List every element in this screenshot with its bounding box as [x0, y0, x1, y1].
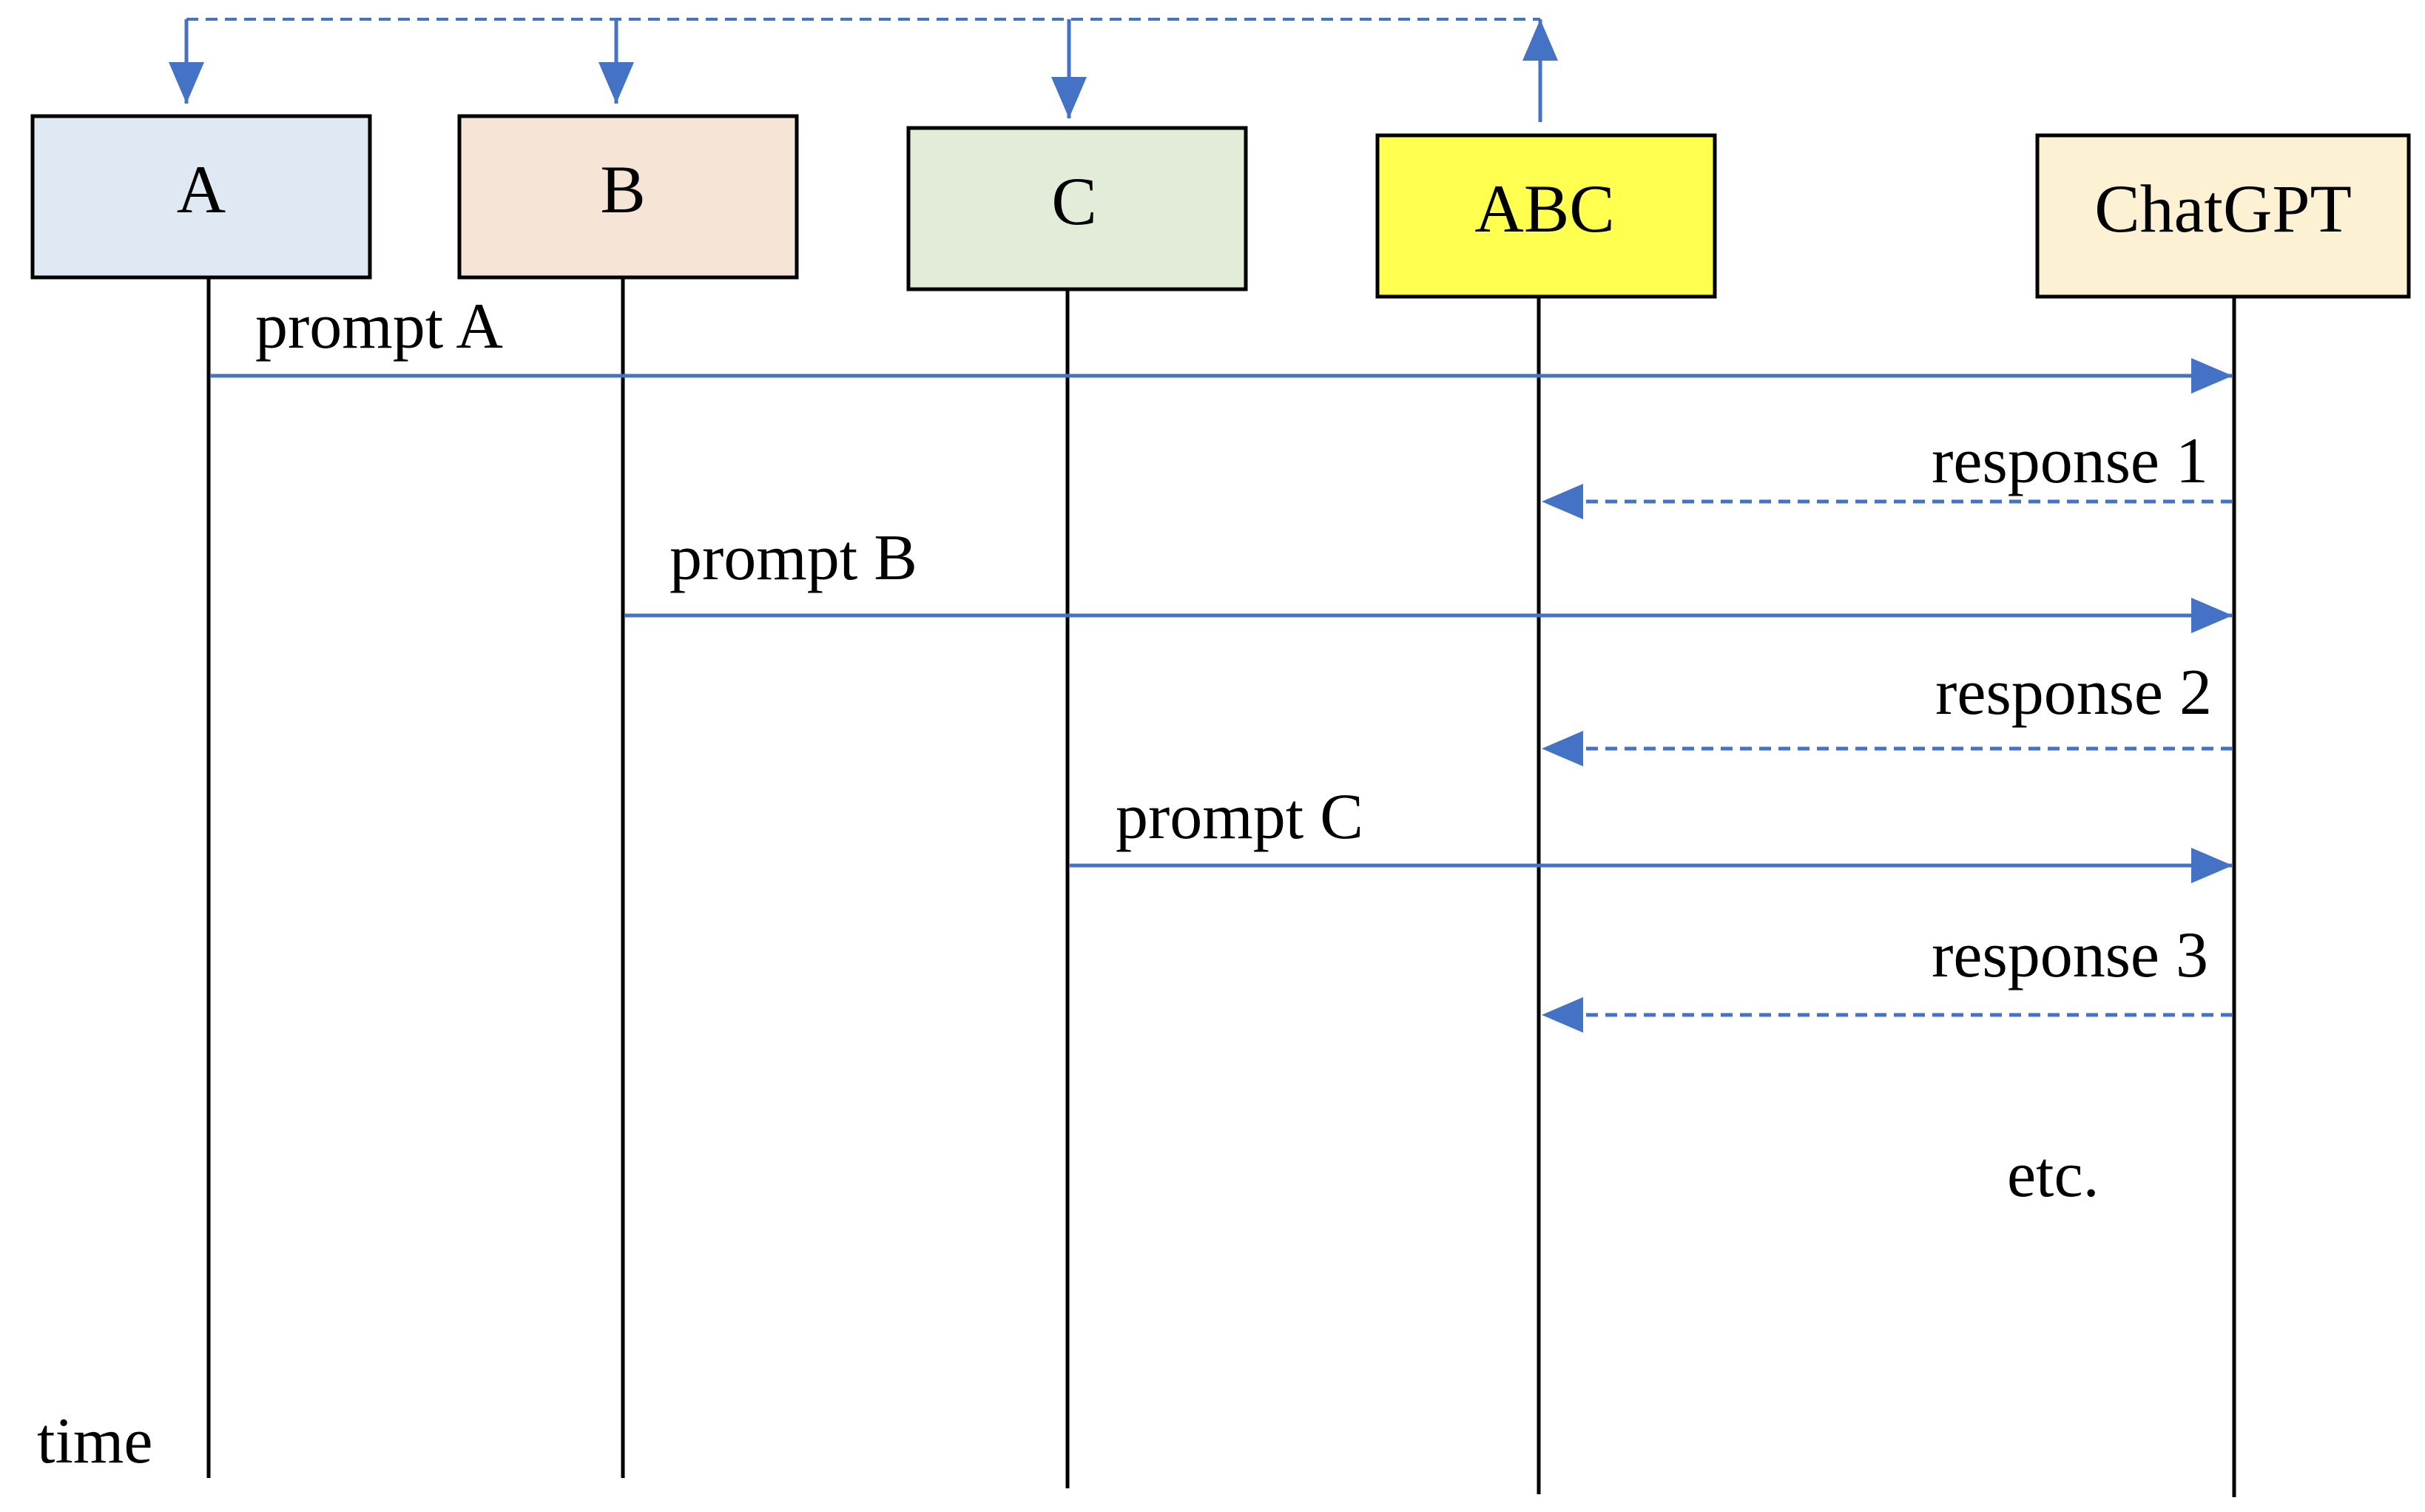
participant-box — [457, 114, 799, 280]
participant-label: ABC — [1474, 171, 1614, 246]
participant-box — [30, 114, 372, 280]
time-label: time — [37, 1405, 152, 1477]
participant-c: C — [906, 126, 1248, 291]
message-label: response 1 — [1932, 425, 2208, 497]
message-prompt-a: prompt A — [210, 291, 2233, 394]
lifelines — [206, 278, 2236, 1497]
participant-box — [1375, 133, 1717, 299]
message-label: prompt A — [255, 291, 503, 362]
participant-label: A — [177, 152, 226, 227]
participant-chatgpt: ChatGPT — [2035, 133, 2411, 299]
message-response-1: response 1 — [1542, 425, 2233, 519]
feedback-loop — [169, 18, 1558, 122]
participant-label: ChatGPT — [2094, 171, 2352, 246]
message-label: prompt C — [1116, 781, 1363, 853]
message-response-2: response 2 — [1542, 657, 2233, 766]
message-response-3: response 3 — [1542, 919, 2233, 1033]
participant-b: B — [457, 114, 799, 280]
participant-label: C — [1051, 163, 1096, 239]
message-label: prompt B — [670, 522, 917, 594]
participant-box — [906, 126, 1248, 291]
participant-box — [2035, 133, 2411, 299]
etc-note: etc. — [2007, 1139, 2099, 1211]
message-label: response 2 — [1935, 657, 2212, 729]
message-prompt-b: prompt B — [624, 522, 2233, 633]
participant-abc: ABC — [1375, 133, 1717, 299]
message-label: response 3 — [1932, 919, 2208, 991]
participant-a: A — [30, 114, 372, 280]
message-prompt-c: prompt C — [1069, 781, 2233, 883]
participant-label: B — [600, 152, 645, 227]
